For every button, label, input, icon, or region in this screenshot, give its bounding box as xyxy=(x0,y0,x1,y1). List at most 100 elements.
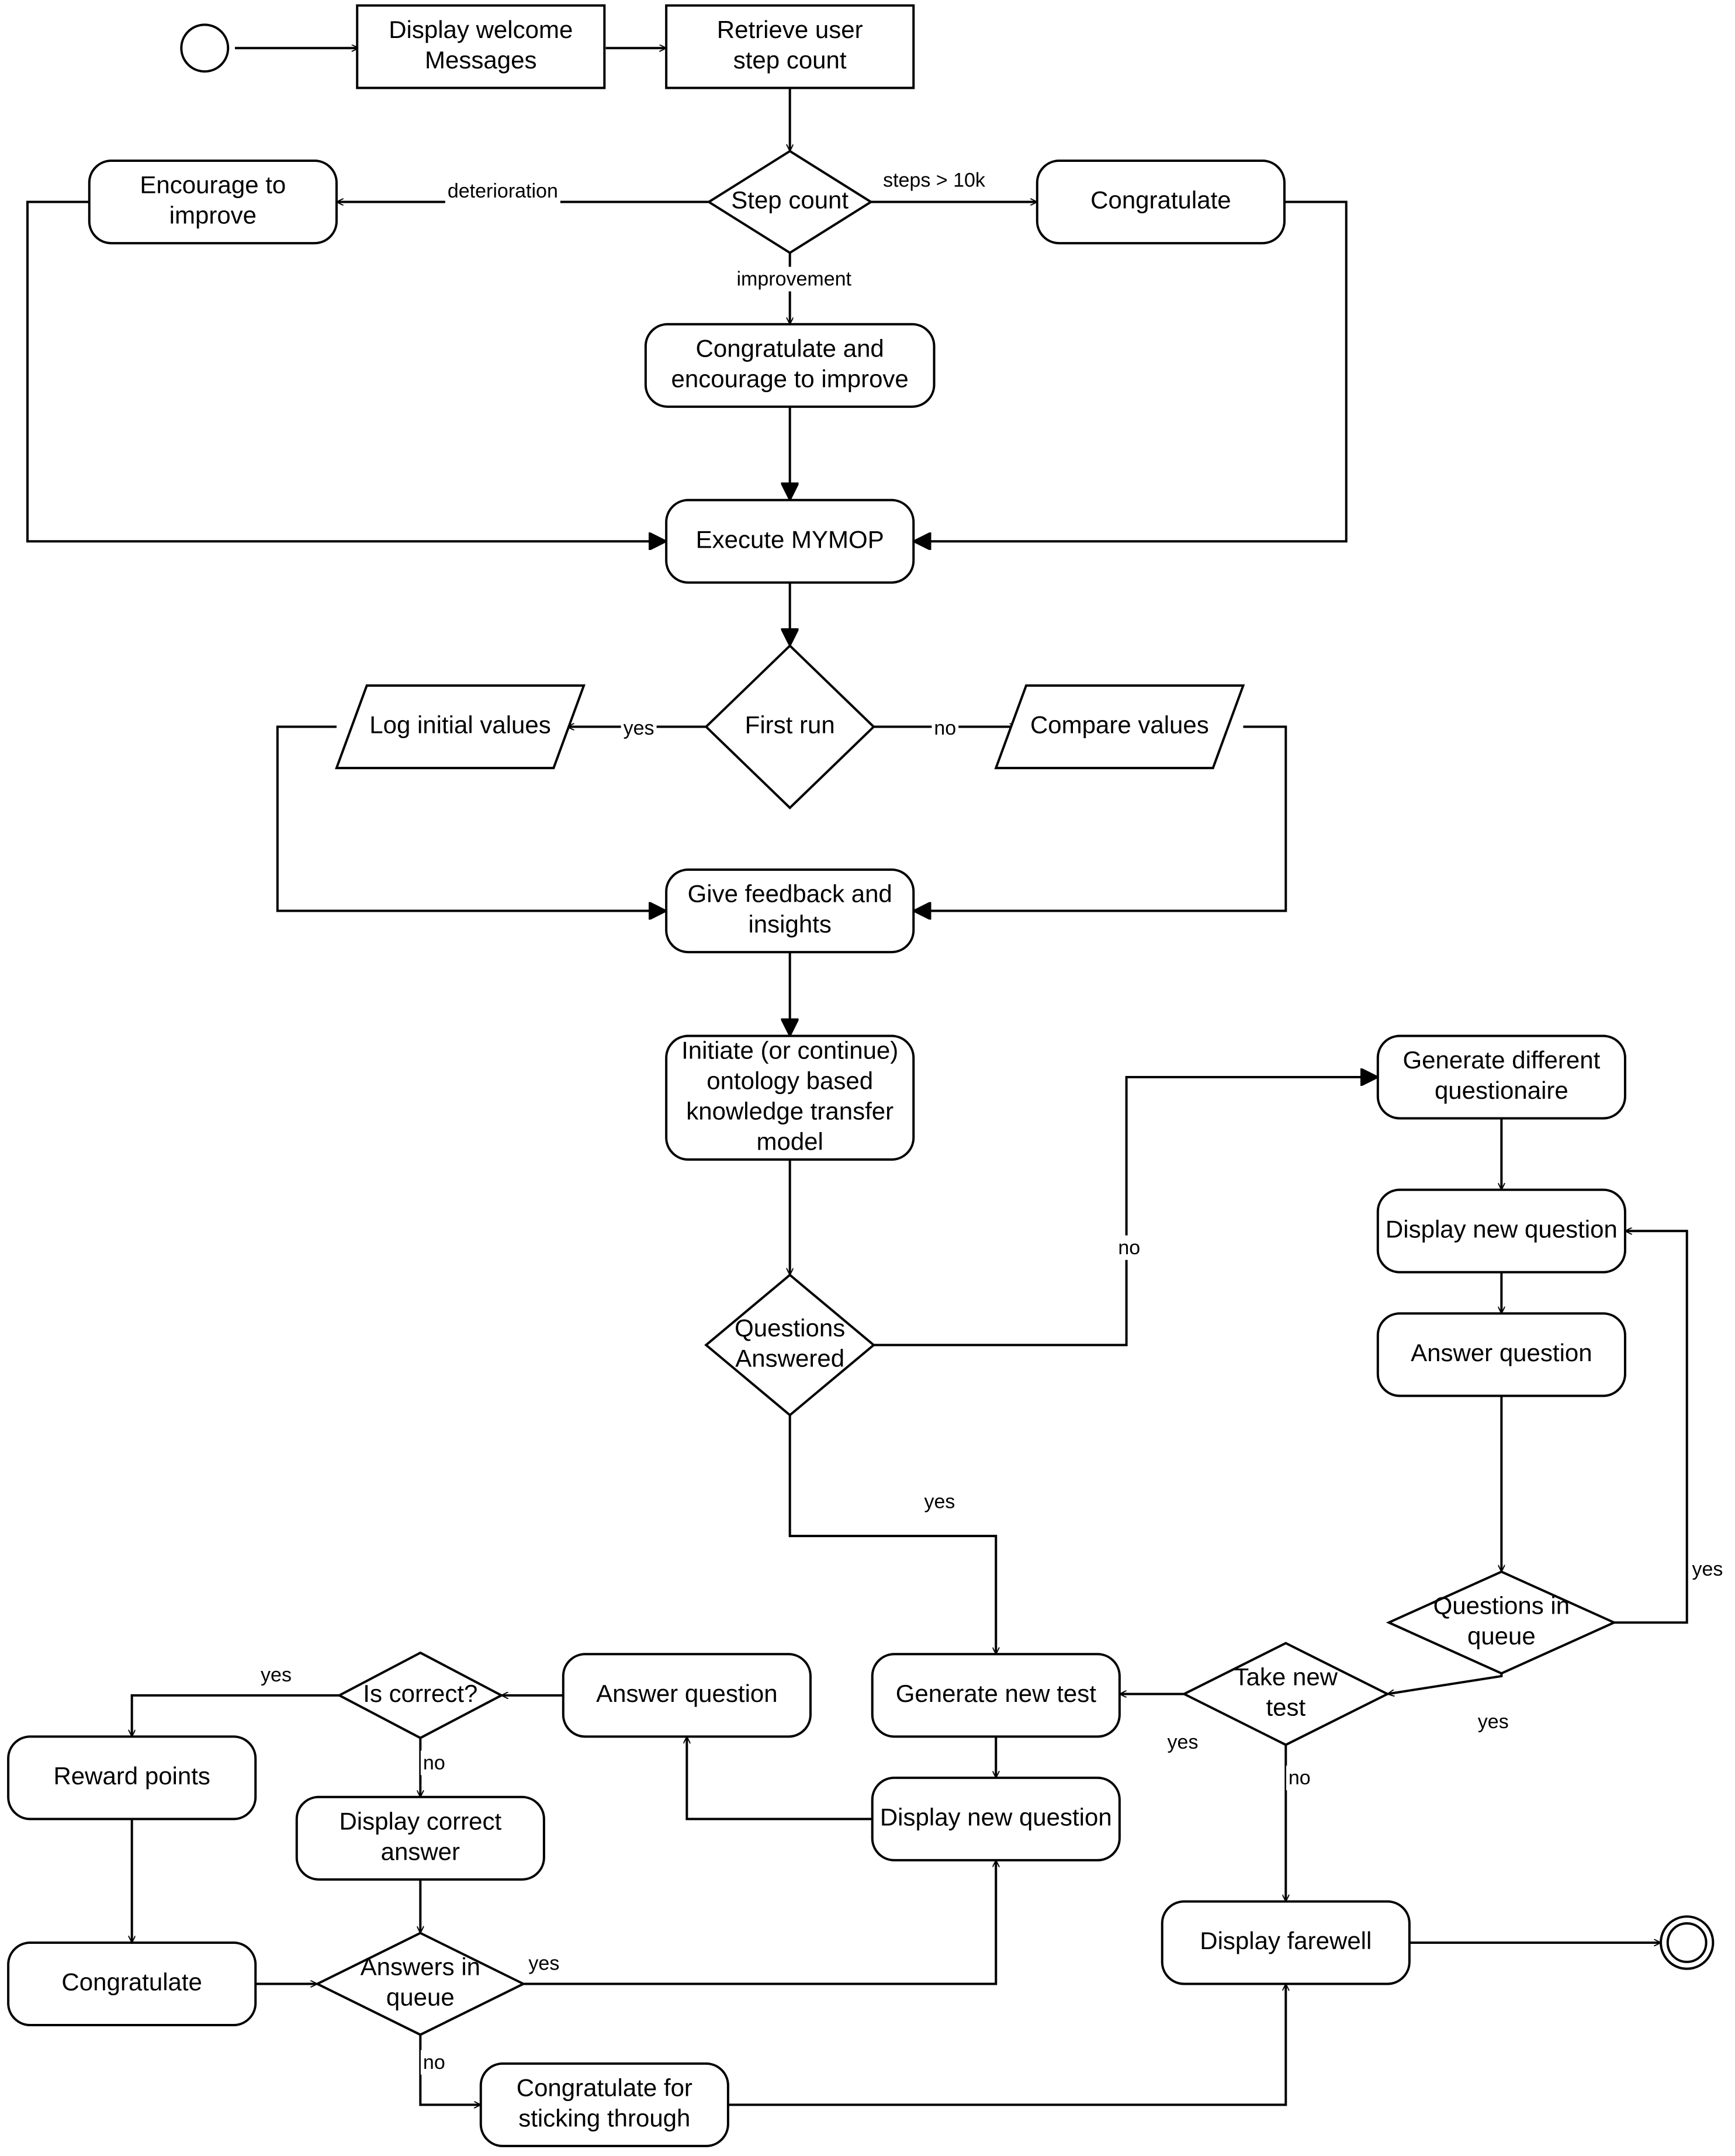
edge-label-background xyxy=(1689,1556,1726,1581)
farewell-box xyxy=(1161,1900,1411,1985)
stepcount-label-line: Step count xyxy=(731,186,849,214)
node-reward: Reward points xyxy=(7,1735,257,1821)
edge-label-background xyxy=(1165,1730,1201,1755)
node-firstrun: First run xyxy=(704,644,875,810)
edge-label-background xyxy=(931,716,959,741)
farewell-label-line: Display farewell xyxy=(1200,1927,1372,1954)
initiate-label-line: Initiate (or continue) xyxy=(681,1036,898,1064)
qanswered-label-line: Answered xyxy=(735,1344,844,1372)
is_correct-label-line: Is correct? xyxy=(363,1680,477,1707)
gen_questionaire-box xyxy=(1376,1034,1626,1120)
node-gen_new_test: Generate new test xyxy=(871,1653,1121,1738)
take_new_test-label-line: Take new xyxy=(1234,1663,1338,1691)
edge-label-q_in_queue-to-display_q_right: yes xyxy=(1692,1558,1723,1580)
feedback-label-line: insights xyxy=(748,911,831,938)
answers_in_queue-label-line: Answers in xyxy=(361,1953,480,1981)
edge-label-take_new_test-to-farewell: no xyxy=(1289,1767,1311,1789)
answers_in_queue-diamond xyxy=(314,1932,527,2036)
edge-label-background xyxy=(922,1489,958,1514)
edge-label-stepcount-to-congratulate1: steps > 10k xyxy=(883,169,986,191)
display_q_right-box xyxy=(1376,1188,1626,1273)
display_correct-label-line: Display correct xyxy=(339,1807,501,1835)
node-mymop: Execute MYMOP xyxy=(665,499,915,584)
edge-label-background xyxy=(734,267,854,292)
node-answer_q_mid: Answer question xyxy=(562,1653,812,1738)
edge-label-background xyxy=(1475,1709,1511,1734)
encourage-label-line: improve xyxy=(169,202,257,229)
mymop-box xyxy=(665,499,915,584)
edge-label-is_correct-to-display_correct: no xyxy=(423,1752,445,1774)
node-display_q_mid: Display new question xyxy=(871,1776,1121,1861)
node-display_q_right: Display new question xyxy=(1376,1188,1626,1273)
gen_new_test-box xyxy=(871,1653,1121,1738)
node-end xyxy=(1660,1915,1715,1970)
node-congratulate2: Congratulate xyxy=(7,1941,257,2027)
node-initiate: Initiate (or continue) ontology based know… xyxy=(665,1034,915,1161)
edge-encourage-to-mymop xyxy=(26,200,667,542)
initiate-box xyxy=(665,1034,915,1161)
welcome-label-line: Display welcome xyxy=(389,16,573,43)
initial-node-icon xyxy=(180,23,230,73)
stepcount-diamond xyxy=(707,150,874,254)
edge-label-firstrun-to-log: yes xyxy=(624,717,654,739)
feedback-box xyxy=(665,868,915,954)
edge-q_in_queue-to-take_new_test xyxy=(1387,1673,1503,1694)
edge-q_in_queue-to-display_q_right xyxy=(1614,1231,1688,1624)
edge-label-firstrun-to-compare: no xyxy=(934,717,956,739)
edge-qanswered-to-gen_new_test xyxy=(788,1415,996,1655)
node-stepcount: Step count xyxy=(707,150,874,254)
edge-display_q_mid-to-answer_q_mid xyxy=(687,1736,872,1821)
node-encourage: Encourage to improve xyxy=(88,160,338,245)
log-parallelogram xyxy=(335,684,586,770)
retrieve-label-line: Retrieve user xyxy=(717,16,863,43)
edge-label-qanswered-to-gen_new_test: yes xyxy=(924,1491,955,1513)
initiate-label-line: ontology based xyxy=(707,1067,873,1094)
welcome-box xyxy=(356,4,606,89)
feedback-label-line: Give feedback and xyxy=(688,880,892,908)
edge-label-q_in_queue-to-take_new_test: yes xyxy=(1478,1711,1509,1733)
edge-congratulate1-to-mymop xyxy=(913,200,1348,542)
edge-label-background xyxy=(258,1662,294,1687)
display_q_mid-box xyxy=(871,1776,1121,1861)
edge-log-to-feedback xyxy=(276,725,667,911)
edge-label-background xyxy=(420,2050,448,2075)
mymop-label-line: Execute MYMOP xyxy=(696,525,884,553)
take_new_test-diamond xyxy=(1181,1642,1390,1746)
encourage-box xyxy=(88,160,338,245)
gen_questionaire-label-line: Generate different xyxy=(1402,1046,1600,1074)
retrieve-label-line: step count xyxy=(733,46,847,74)
initiate-label-line: knowledge transfer xyxy=(686,1097,894,1124)
congratulate2-label-line: Congratulate xyxy=(61,1968,202,1996)
edge-label-background xyxy=(526,1951,562,1976)
edge-label-answers_in_queue-to-congrat_sticking: no xyxy=(423,2051,445,2074)
compare-label-line: Compare values xyxy=(1030,711,1209,739)
node-compare: Compare values xyxy=(994,684,1245,770)
edges-layer xyxy=(26,48,1688,2105)
congrat_sticking-label-line: sticking through xyxy=(518,2104,690,2131)
congrat_sticking-box xyxy=(479,2062,729,2147)
encourage-label-line: Encourage to xyxy=(140,171,286,199)
gen_new_test-label-line: Generate new test xyxy=(896,1680,1097,1707)
node-retrieve: Retrieve user step count xyxy=(665,4,915,89)
congratulate1-box xyxy=(1036,160,1286,245)
q_in_queue-diamond xyxy=(1386,1570,1617,1675)
edge-label-background xyxy=(1116,1235,1143,1260)
edge-label-is_correct-to-reward: yes xyxy=(261,1664,292,1686)
congrat_improve-label-line: encourage to improve xyxy=(671,365,909,392)
edge-label-stepcount-to-congrat_improve: improvement xyxy=(736,268,851,290)
answer_q_mid-label-line: Answer question xyxy=(596,1680,778,1707)
node-farewell: Display farewell xyxy=(1161,1900,1411,1985)
edge-label-background xyxy=(445,179,560,204)
q_in_queue-label-line: queue xyxy=(1467,1622,1536,1649)
edge-answers_in_queue-to-congrat_sticking xyxy=(419,2034,481,2105)
edge-label-take_new_test-to-gen_new_test: yes xyxy=(1168,1731,1199,1753)
